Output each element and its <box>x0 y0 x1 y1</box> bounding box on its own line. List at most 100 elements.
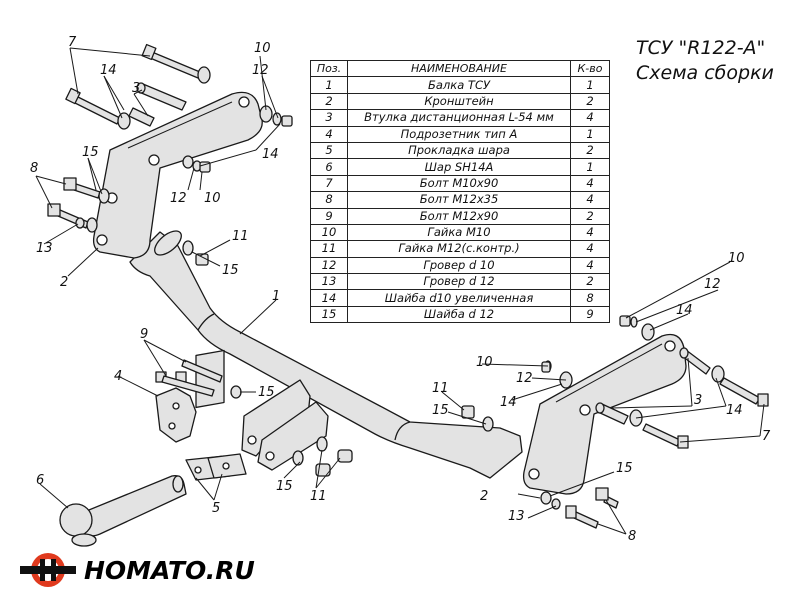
callout-7a: 7 <box>68 35 77 50</box>
callout-14c: 14 <box>500 395 517 410</box>
logo-emblem-icon <box>20 553 76 587</box>
cell-pos: 7 <box>310 174 348 193</box>
cell-qty: 4 <box>570 191 610 209</box>
ball-plates <box>230 379 329 471</box>
cell-name: Гайка М12(с.контр.) <box>347 240 571 258</box>
callout-7b: 7 <box>762 429 771 444</box>
callout-12d: 12 <box>704 277 721 292</box>
callout-10b: 10 <box>204 191 221 206</box>
cell-qty: 8 <box>570 289 610 307</box>
cell-pos: 2 <box>310 92 348 111</box>
logo-text: HOMATO.RU <box>84 556 255 585</box>
cell-name: Прокладка шара <box>347 141 571 160</box>
tow-ball <box>59 475 187 547</box>
cell-pos: 12 <box>310 256 348 275</box>
callout-4: 4 <box>114 369 122 384</box>
cell-qty: 2 <box>570 207 610 225</box>
cell-name: Болт М12х35 <box>347 191 571 209</box>
callout-14e: 14 <box>726 403 743 418</box>
cell-pos: 10 <box>310 223 348 242</box>
callout-15c: 15 <box>258 385 275 400</box>
bracket-left <box>92 91 263 259</box>
cell-name: Шайба d10 увеличенная <box>347 289 571 307</box>
homato-logo[interactable]: HOMATO.RU <box>20 550 255 590</box>
callout-10a: 10 <box>254 41 271 56</box>
tow-beam <box>129 230 523 479</box>
cell-pos: 6 <box>310 158 348 176</box>
cell-pos: 11 <box>310 240 348 258</box>
cell-name: Втулка дистанционная L-54 мм <box>347 109 571 127</box>
cell-qty: 2 <box>570 92 610 111</box>
cell-name: Гровер d 10 <box>347 256 571 275</box>
cell-qty: 1 <box>570 76 610 94</box>
cell-pos: 3 <box>310 109 348 127</box>
callout-13b: 13 <box>508 509 525 524</box>
cell-name: Болт М12х90 <box>347 207 571 225</box>
callout-11a: 11 <box>232 229 249 244</box>
callout-3b: 3 <box>694 393 702 408</box>
nut-m12-upper <box>182 240 209 266</box>
callout-5: 5 <box>212 501 220 516</box>
cell-qty: 2 <box>570 141 610 160</box>
cell-pos: 15 <box>310 305 348 324</box>
callout-2a: 2 <box>60 275 68 290</box>
header-name: НАИМЕНОВАНИЕ <box>347 59 571 78</box>
cell-name: Кронштейн <box>347 92 571 111</box>
hardware-right <box>461 315 769 529</box>
cell-pos: 14 <box>310 289 348 307</box>
cell-pos: 13 <box>310 273 348 291</box>
callout-10d: 10 <box>728 251 745 266</box>
cell-name: Шайба d 12 <box>347 305 571 324</box>
cell-pos: 9 <box>310 207 348 225</box>
callout-11b: 11 <box>310 489 327 504</box>
bolt-m12x90 <box>161 359 223 397</box>
header-qty: К-во <box>570 59 610 78</box>
callout-6: 6 <box>36 473 44 488</box>
callout-14a: 14 <box>100 63 117 78</box>
cell-qty: 1 <box>570 125 610 143</box>
callout-11c: 11 <box>432 381 449 396</box>
callout-9: 9 <box>140 327 148 342</box>
cell-qty: 1 <box>570 158 610 176</box>
callout-15e: 15 <box>432 403 449 418</box>
title-line-2: Схема сборки <box>636 62 774 84</box>
cell-name: Гайка М10 <box>347 223 571 242</box>
cell-qty: 4 <box>570 240 610 258</box>
bracket-right <box>522 333 687 495</box>
callout-8a: 8 <box>30 161 38 176</box>
cell-qty: 9 <box>570 305 610 324</box>
cell-pos: 4 <box>310 125 348 143</box>
callout-10c: 10 <box>476 355 493 370</box>
cell-qty: 4 <box>570 109 610 127</box>
cell-qty: 2 <box>570 273 610 291</box>
nuts-lower-mid <box>292 436 353 477</box>
cell-pos: 8 <box>310 191 348 209</box>
callout-15a: 15 <box>82 145 99 160</box>
table-header-row: Поз. НАИМЕНОВАНИЕ К-во <box>310 59 610 78</box>
drawing-title: ТСУ "R122-A" Схема сборки <box>636 36 796 86</box>
callout-15b: 15 <box>222 263 239 278</box>
cell-name: Болт М10х90 <box>347 174 571 193</box>
cell-pos: 5 <box>310 141 348 160</box>
washers-top-left <box>117 66 293 173</box>
cell-name: Подрозетник тип А <box>347 125 571 143</box>
cell-qty: 4 <box>570 223 610 242</box>
cell-qty: 4 <box>570 174 610 193</box>
callout-2b: 2 <box>480 489 488 504</box>
callout-14d: 14 <box>676 303 693 318</box>
callout-12b: 12 <box>170 191 187 206</box>
header-pos: Поз. <box>310 59 348 78</box>
cell-name: Гровер d 12 <box>347 273 571 291</box>
